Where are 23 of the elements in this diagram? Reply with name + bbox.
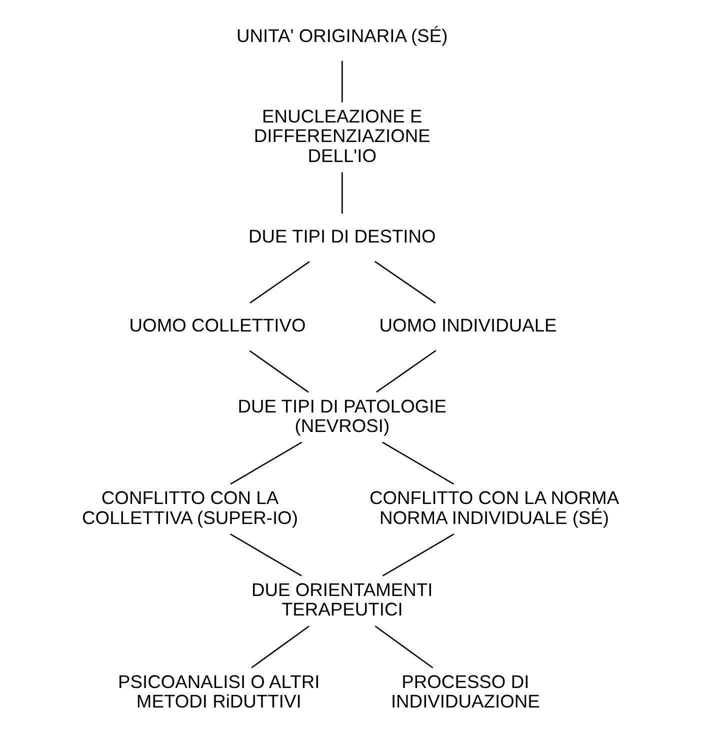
node-text: CONFLITTO CON LA COLLETTIVA (SUPER-IO): [82, 487, 298, 528]
connector: [250, 626, 309, 668]
connector: [341, 172, 342, 214]
node-text: ENUCLEAZIONE E DIFFERENZIAZIONE DELL'IO: [253, 105, 430, 166]
connector: [249, 261, 310, 304]
connector: [341, 60, 342, 102]
connector: [382, 442, 454, 485]
node-text: PSICOANALISI O ALTRI METODI RiDUTTIVI: [118, 670, 320, 712]
connector: [374, 260, 436, 304]
connector: [376, 350, 436, 393]
node-text: UOMO INDIVIDUALE: [378, 314, 556, 336]
node-text: PROCESSO DI INDIVIDUAZIONE: [390, 670, 540, 712]
connector: [230, 442, 302, 485]
node-text: DUE TIPI DI PATOLOGIE (NEVROSI): [237, 395, 446, 436]
node-text: UOMO COLLETTIVO: [128, 314, 306, 336]
connector: [382, 534, 454, 576]
connector: [230, 534, 302, 576]
node-text: CONFLITTO CON LA NORMA NORMA INDIVIDUALE (SÉ): [368, 487, 619, 528]
node-text: DUE TIPI DI DESTINO: [248, 225, 436, 246]
connector: [248, 350, 308, 393]
node-text: UNITA' ORIGINARIA (SÉ): [236, 24, 448, 46]
connector: [374, 626, 433, 668]
node-text: DUE ORIENTAMENTI TERAPEUTICI: [251, 578, 432, 620]
